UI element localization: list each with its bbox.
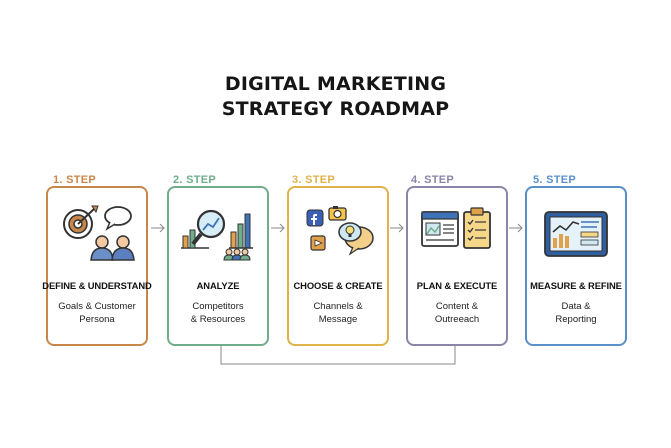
arrow-right-icon (151, 223, 165, 233)
step-desc-1-line-1: Goals & Customer (58, 301, 136, 312)
title-line-2: STRATEGY ROADMAP (221, 98, 450, 120)
step-desc-4-line-2: Outreeach (434, 314, 480, 325)
step-card-3: CHOOSE & CREATE Channels & Message (287, 186, 389, 346)
step-label-1: 1. STEP (53, 174, 97, 186)
magnifier-chart-icon (169, 202, 267, 264)
step-desc-3-line-1: Channels & (313, 301, 363, 312)
arrow-right-icon (390, 223, 404, 233)
step-card-4: PLAN & EXECUTE Content & Outreeach (406, 186, 508, 346)
step-desc-2-line-1: Competitors (192, 301, 244, 312)
target-people-icon (48, 202, 146, 264)
step-card-5: MEASURE & REFINE Data & Reporting (525, 186, 627, 346)
arrow-right-icon (509, 223, 523, 233)
step-desc-3-line-2: Message (318, 314, 358, 325)
step-label-5: 5. STEP (533, 174, 577, 186)
step-desc-5-line-1: Data & (561, 301, 591, 312)
step-heading-1: DEFINE & UNDERSTAND (42, 280, 152, 291)
step-desc-4: Content & Outreeach (410, 300, 504, 326)
title-line-1: DIGITAL MARKETING (224, 73, 447, 95)
step-desc-2-line-2: & Resources (190, 314, 246, 325)
step-desc-1: Goals & Customer Persona (50, 300, 144, 326)
calendar-checklist-icon (408, 202, 506, 264)
step-label-3: 3. STEP (292, 174, 336, 186)
step-desc-4-line-1: Content & (435, 301, 479, 312)
step-desc-5: Data & Reporting (529, 300, 623, 326)
step-desc-1-line-2: Persona (79, 314, 115, 325)
dashboard-chart-icon (527, 202, 625, 264)
step-label-4: 4. STEP (411, 174, 455, 186)
step-heading-3: CHOOSE & CREATE (293, 280, 383, 291)
step-desc-2: Competitors & Resources (171, 300, 265, 326)
page-title: DIGITAL MARKETING STRATEGY ROADMAP (0, 72, 671, 122)
step-desc-3: Channels & Message (291, 300, 385, 326)
step-heading-2: ANALYZE (196, 280, 240, 291)
social-media-icon (289, 202, 387, 264)
step-card-2: ANALYZE Competitors & Resources (167, 186, 269, 346)
step-heading-4: PLAN & EXECUTE (416, 280, 498, 291)
step-heading-5: MEASURE & REFINE (530, 280, 622, 291)
arrow-right-icon (271, 223, 285, 233)
step-label-2: 2. STEP (173, 174, 217, 186)
step-desc-5-line-2: Reporting (555, 314, 597, 325)
step-card-1: DEFINE & UNDERSTAND Goals & Customer Per… (42, 186, 152, 346)
